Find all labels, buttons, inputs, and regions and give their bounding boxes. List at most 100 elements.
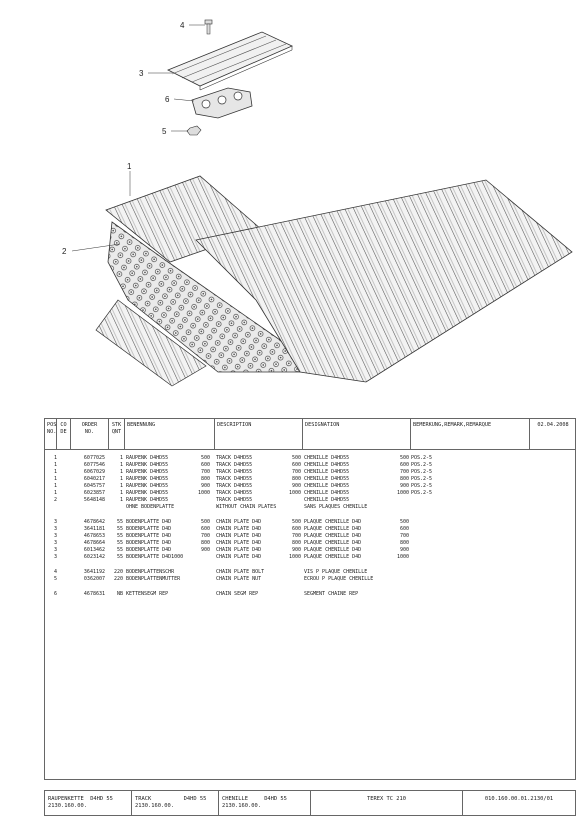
cell-description: TRACK D4HD55 bbox=[216, 462, 253, 468]
cell-pos: 1 bbox=[53, 462, 57, 468]
cell-designation-size: 700 bbox=[399, 469, 409, 475]
header-text: POS bbox=[47, 422, 57, 428]
cell-designation-size: 600 bbox=[399, 462, 409, 468]
cell-remark: POS.2-5 bbox=[411, 483, 433, 489]
document-number: 010.160.00.01.2130/01 bbox=[484, 796, 554, 802]
cell-designation-size: 500 bbox=[399, 519, 409, 525]
cell-designation: SEGMENT CHAINE REP bbox=[304, 591, 359, 597]
cell-designation: CHENILLE D4HD55 bbox=[304, 497, 350, 503]
header-pos-no: POS NO. bbox=[45, 419, 57, 449]
cell-remark: POS.2-5 bbox=[411, 455, 433, 461]
cell-benennung-size: 600 bbox=[200, 462, 210, 468]
cell-quantity: 1 bbox=[119, 462, 123, 468]
cell-quantity: 1 bbox=[119, 469, 123, 475]
cell-designation-size: 800 bbox=[399, 540, 409, 546]
header-benennung: BENENNUNG bbox=[125, 419, 215, 449]
cell-benennung: OHNE BODENPLATTE bbox=[126, 504, 175, 510]
cell-benennung-size: 1000 bbox=[197, 490, 210, 496]
callout-label: 3 bbox=[139, 69, 144, 78]
cell-designation: CHENILLE D4HD55 bbox=[304, 462, 350, 468]
cell-description-size: 900 bbox=[291, 483, 301, 489]
cell-description: CHAIN PLATE D4D bbox=[216, 533, 262, 539]
cell-benennung: BODENPLATTENSCHR bbox=[126, 569, 175, 575]
cell-order-no: 6045757 bbox=[83, 483, 105, 489]
cell-benennung-size: 800 bbox=[200, 540, 210, 546]
cell-pos: 1 bbox=[53, 455, 57, 461]
cell-quantity: 1 bbox=[119, 476, 123, 482]
cell-description: TRACK D4HD55 bbox=[216, 455, 253, 461]
cell-description-size: 900 bbox=[291, 547, 301, 553]
footer-machine: TEREX TC 210 bbox=[311, 791, 463, 815]
cell-pos: 1 bbox=[53, 483, 57, 489]
cell-description: CHAIN PLATE D4D bbox=[216, 554, 262, 560]
machine-name: TEREX TC 210 bbox=[367, 796, 406, 802]
cell-pos: 5 bbox=[53, 576, 57, 582]
cell-benennung: RAUPENK D4HD55 bbox=[126, 462, 169, 468]
cell-pos: 2 bbox=[53, 497, 57, 503]
cell-pos: 1 bbox=[53, 476, 57, 482]
header-text: NO. bbox=[84, 428, 95, 435]
cell-quantity: 1 bbox=[119, 483, 123, 489]
cell-order-no: 6077546 bbox=[83, 462, 105, 468]
cell-benennung-size: 500 bbox=[200, 455, 210, 461]
cell-benennung: BODENPLATTE D4D bbox=[126, 533, 172, 539]
cell-benennung: BODENPLATTE D4D1000 bbox=[126, 554, 184, 560]
cell-pos: 3 bbox=[53, 519, 57, 525]
header-order-no: ORDER NO. bbox=[71, 419, 109, 449]
cell-benennung-size: 800 bbox=[200, 476, 210, 482]
header-text: STK bbox=[111, 422, 122, 428]
cell-designation-size: 1000 bbox=[396, 490, 409, 496]
cell-pos: 3 bbox=[53, 533, 57, 539]
cell-pos: 4 bbox=[53, 569, 57, 575]
track-assembly-illustration: 4 3 6 5 1 2 bbox=[62, 19, 573, 387]
cell-designation: PLAQUE CHENILLE D4D bbox=[304, 533, 362, 539]
cell-description: WITHOUT CHAIN PLATES bbox=[216, 504, 277, 510]
cell-quantity: 55 bbox=[116, 519, 123, 525]
cell-remark: POS.2-5 bbox=[411, 469, 433, 475]
callout-6: 6 bbox=[165, 95, 195, 104]
cell-designation-size: 900 bbox=[399, 547, 409, 553]
cell-designation: CHENILLE D4HD55 bbox=[304, 476, 350, 482]
header-text: NO. bbox=[47, 428, 57, 435]
cell-quantity: NB bbox=[116, 591, 123, 597]
footer-german-title: RAUPENKETTE D4HD 55 2130.160.00. bbox=[45, 791, 132, 815]
header-description: DESCRIPTION bbox=[215, 419, 303, 449]
cell-order-no: 6077025 bbox=[83, 455, 105, 461]
cell-description: TRACK D4HD55 bbox=[216, 469, 253, 475]
cell-designation: PLAQUE CHENILLE D4D bbox=[304, 526, 362, 532]
cell-description: CHAIN SEGM REP bbox=[216, 591, 259, 597]
cell-designation: VIS P PLAQUE CHENILLE bbox=[304, 569, 368, 575]
cell-order-no: 0362007 bbox=[83, 576, 105, 582]
cell-designation-size: 800 bbox=[399, 476, 409, 482]
cell-description: CHAIN PLATE D4D bbox=[216, 540, 262, 546]
cell-designation: PLAQUE CHENILLE D4D bbox=[304, 540, 362, 546]
callout-1: 1 bbox=[127, 162, 132, 196]
callout-label: 5 bbox=[162, 127, 167, 136]
cell-description-size: 700 bbox=[291, 469, 301, 475]
cell-description: CHAIN PLATE NUT bbox=[216, 576, 262, 582]
cell-description: CHAIN PLATE D4D bbox=[216, 519, 262, 525]
callout-label: 4 bbox=[180, 21, 185, 30]
cell-description: TRACK D4HD55 bbox=[216, 476, 253, 482]
cell-pos: 6 bbox=[53, 591, 57, 597]
row-spacer bbox=[45, 583, 575, 591]
cell-order-no: 6023142 bbox=[83, 554, 105, 560]
cell-quantity: 55 bbox=[116, 526, 123, 532]
cell-designation: CHENILLE D4HD55 bbox=[304, 469, 350, 475]
footer-english-title: TRACK D4HD 55 2130.160.00. bbox=[132, 791, 219, 815]
cell-benennung-size: 500 bbox=[200, 519, 210, 525]
cell-order-no: 4678664 bbox=[83, 540, 105, 546]
cell-quantity: 1 bbox=[119, 497, 123, 503]
cell-quantity: 55 bbox=[116, 540, 123, 546]
header-code: CO DE bbox=[57, 419, 71, 449]
page-footer: RAUPENKETTE D4HD 55 2130.160.00. TRACK D… bbox=[44, 790, 576, 816]
cell-designation: PLAQUE CHENILLE D4D bbox=[304, 519, 362, 525]
cell-designation-size: 500 bbox=[399, 455, 409, 461]
